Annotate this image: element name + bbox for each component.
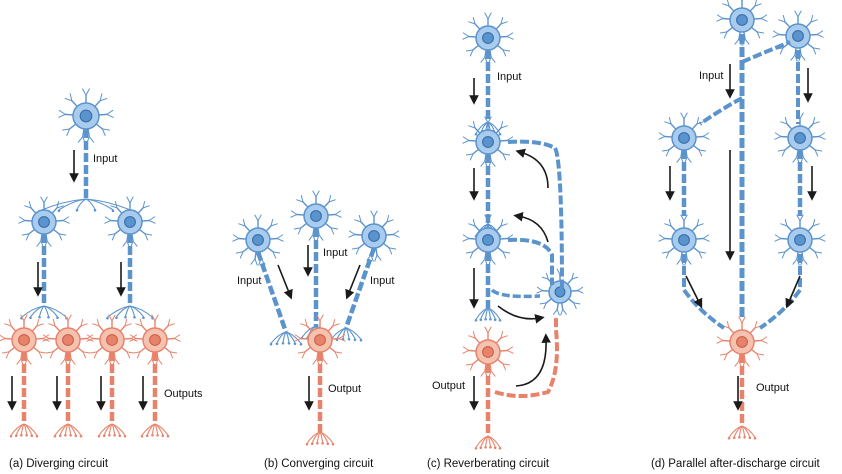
neuron-top-right-d — [772, 10, 824, 62]
panel-parallel-after-discharge: Input Output (d) Parallel after-discharg… — [651, 0, 826, 470]
axon-d-right-branch — [741, 40, 791, 64]
label-outputs-a: Outputs — [164, 388, 203, 400]
neuron-right-2-d — [774, 214, 826, 266]
label-output-d: Output — [756, 382, 789, 394]
feedback-axon-1 — [507, 139, 564, 291]
neuron-input-a1 — [39, 88, 133, 213]
neuron-middle-a1 — [18, 196, 70, 320]
axon-d-right-lower — [758, 254, 802, 330]
neuron-input-d — [716, 0, 768, 46]
arrow-input-b-left — [277, 264, 293, 300]
caption-d: (d) Parallel after-discharge circuit — [651, 458, 821, 470]
neuron-output-a4 — [129, 314, 181, 438]
neuron-output-a1 — [0, 314, 50, 438]
label-input-b-left: Input — [237, 275, 261, 287]
axon-d-left-lower — [682, 254, 726, 330]
label-output-b: Output — [328, 383, 361, 395]
arrow-input-b-right — [345, 264, 361, 300]
neuron-left-1-d — [658, 112, 710, 216]
arrow-return-red — [515, 333, 552, 387]
arrow-d-right-2 — [785, 275, 801, 309]
arrow-d-left-2 — [685, 275, 703, 309]
neuron-c2 — [462, 116, 514, 238]
panel-converging: Input Input Input Output (b) Converging … — [232, 190, 400, 470]
label-input-a: Input — [93, 153, 117, 165]
neuron-left-2-d — [658, 214, 710, 266]
neuron-input-b-left — [232, 214, 303, 346]
neuron-input-b-center — [290, 190, 342, 340]
arrow-feedback-mid — [513, 212, 549, 243]
arrow-feedback-upper — [515, 148, 549, 189]
feedback-axon-2 — [507, 237, 554, 285]
neuron-c3 — [462, 214, 514, 322]
neuron-middle-a2 — [104, 196, 156, 320]
caption-a: (a) Diverging circuit — [9, 458, 109, 470]
neuron-right-1-d — [774, 112, 826, 216]
caption-c: (c) Reverberating circuit — [427, 458, 550, 470]
axon-d-left-branch — [698, 96, 743, 126]
neuron-input-b-right — [329, 210, 400, 342]
neuron-output-a3 — [86, 314, 138, 438]
neuron-output-d — [716, 316, 768, 440]
connector-axon-c — [490, 288, 541, 299]
caption-b: (b) Converging circuit — [264, 458, 374, 470]
neuron-output-b — [294, 314, 346, 446]
label-input-b-center: Input — [323, 247, 347, 259]
neuron-output-a2 — [42, 314, 94, 438]
label-input-b-right: Input — [370, 275, 394, 287]
label-input-d: Input — [699, 70, 723, 82]
return-axon-red — [494, 318, 559, 398]
neuron-output-c — [462, 326, 514, 450]
label-input-c: Input — [497, 71, 521, 83]
arrow-feedback-lower — [497, 305, 545, 324]
panel-diverging: Input Outputs (a) Diverging circuit — [0, 88, 203, 470]
panel-reverberating: Input Output (c) Reverberating circuit — [427, 12, 584, 470]
label-output-c: Output — [432, 380, 465, 392]
